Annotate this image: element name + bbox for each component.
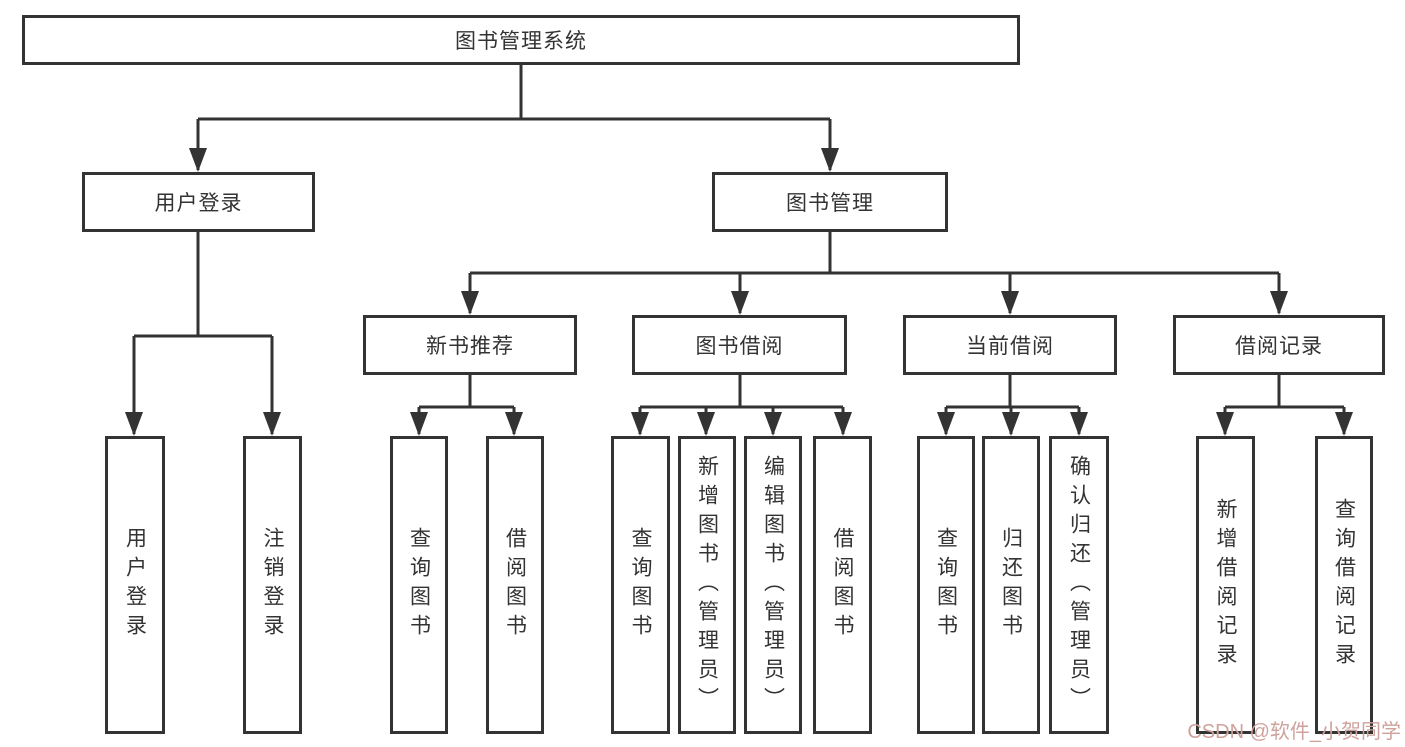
leaf-return-books: 归还图书 xyxy=(982,436,1040,734)
node-book-mgmt: 图书管理 xyxy=(712,172,948,232)
leaf-query-borrow-record: 查询借阅记录 xyxy=(1315,436,1373,734)
leaf-logout: 注销登录 xyxy=(243,436,302,734)
node-book-borrow-label: 图书借阅 xyxy=(695,335,784,358)
leaf-logout-label: 注销登录 xyxy=(261,527,285,643)
node-root-label: 图书管理系统 xyxy=(455,30,587,53)
leaf-query-books-borrow-label: 查询图书 xyxy=(629,527,653,643)
node-root: 图书管理系统 xyxy=(22,15,1020,65)
node-borrow-records: 借阅记录 xyxy=(1173,315,1385,375)
leaf-confirm-return-admin-label: 确认归还（管理员） xyxy=(1067,454,1091,716)
leaf-return-books-label: 归还图书 xyxy=(999,527,1023,643)
leaf-borrow-books-rec: 借阅图书 xyxy=(486,436,544,734)
leaf-edit-books-admin: 编辑图书（管理员） xyxy=(744,436,802,734)
node-new-book-rec-label: 新书推荐 xyxy=(426,335,514,358)
leaf-confirm-return-admin: 确认归还（管理员） xyxy=(1049,436,1109,734)
node-current-borrow-label: 当前借阅 xyxy=(966,335,1054,358)
tree-edges xyxy=(132,65,1346,434)
node-current-borrow: 当前借阅 xyxy=(903,315,1117,375)
leaf-query-books-rec-label: 查询图书 xyxy=(407,527,431,643)
leaf-edit-books-admin-label: 编辑图书（管理员） xyxy=(761,454,785,716)
leaf-add-books-admin: 新增图书（管理员） xyxy=(678,436,736,734)
node-new-book-rec: 新书推荐 xyxy=(363,315,577,375)
leaf-query-books-current: 查询图书 xyxy=(917,436,975,734)
leaf-query-books-current-label: 查询图书 xyxy=(934,527,958,643)
arrowheads xyxy=(125,148,1353,436)
leaf-borrow-books-label: 借阅图书 xyxy=(831,527,855,643)
watermark: CSDN @软件_小贺同学 xyxy=(1187,721,1401,743)
node-book-mgmt-label: 图书管理 xyxy=(786,192,874,215)
node-user-login: 用户登录 xyxy=(82,172,315,232)
leaf-user-login-label: 用户登录 xyxy=(123,527,147,643)
node-borrow-records-label: 借阅记录 xyxy=(1235,335,1323,358)
leaf-user-login: 用户登录 xyxy=(105,436,165,734)
leaf-borrow-books: 借阅图书 xyxy=(813,436,872,734)
leaf-query-books-borrow: 查询图书 xyxy=(611,436,670,734)
leaf-add-borrow-record-label: 新增借阅记录 xyxy=(1214,498,1238,672)
leaf-add-borrow-record: 新增借阅记录 xyxy=(1196,436,1255,734)
node-user-login-label: 用户登录 xyxy=(154,192,243,215)
leaf-query-books-rec: 查询图书 xyxy=(390,436,448,734)
leaf-add-books-admin-label: 新增图书（管理员） xyxy=(695,454,719,716)
leaf-borrow-books-rec-label: 借阅图书 xyxy=(503,527,527,643)
node-book-borrow: 图书借阅 xyxy=(632,315,847,375)
leaf-query-borrow-record-label: 查询借阅记录 xyxy=(1332,498,1356,672)
